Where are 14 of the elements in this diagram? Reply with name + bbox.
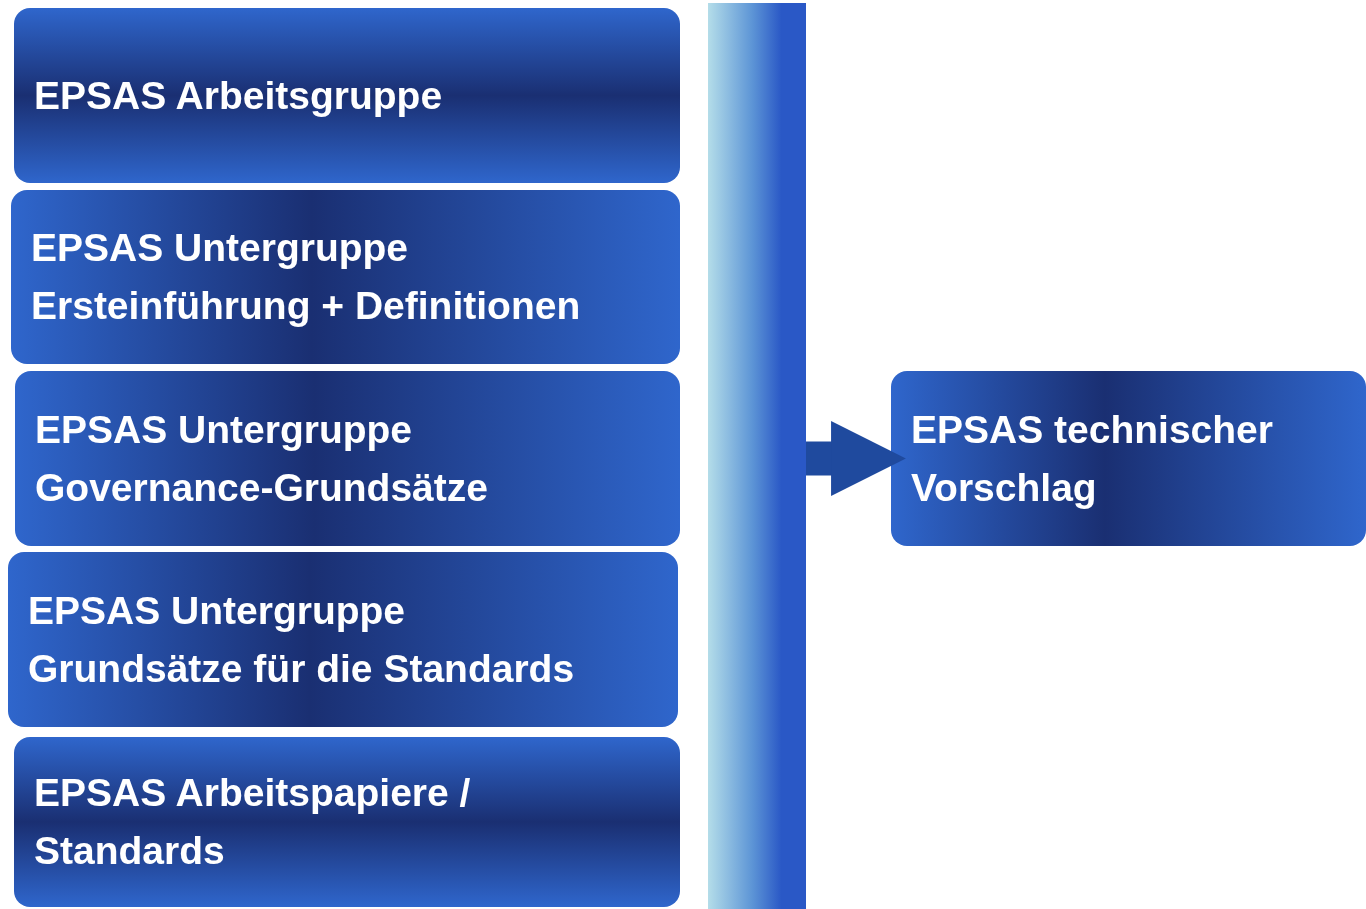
group-box — [8, 552, 678, 727]
box-label: EPSAS technischer Vorschlag — [911, 406, 1274, 511]
box-label: EPSAS Untergruppe Governance-Grundsätze — [35, 406, 489, 511]
group-box — [14, 737, 680, 907]
group-box — [15, 371, 680, 546]
box-label: EPSAS Untergruppe Ersteinführung + Definitionen — [31, 225, 582, 329]
box-label: EPSAS Untergruppe Grundsätze für die Standards — [28, 587, 576, 692]
box-label: EPSAS Arbeitsgruppe — [34, 72, 444, 119]
block-arrow — [806, 421, 906, 496]
vertical-bar — [708, 3, 806, 909]
group-box — [14, 8, 680, 183]
group-box — [891, 371, 1366, 546]
group-box — [11, 190, 680, 364]
box-label: EPSAS Arbeitspapiere / Standards — [34, 770, 472, 874]
